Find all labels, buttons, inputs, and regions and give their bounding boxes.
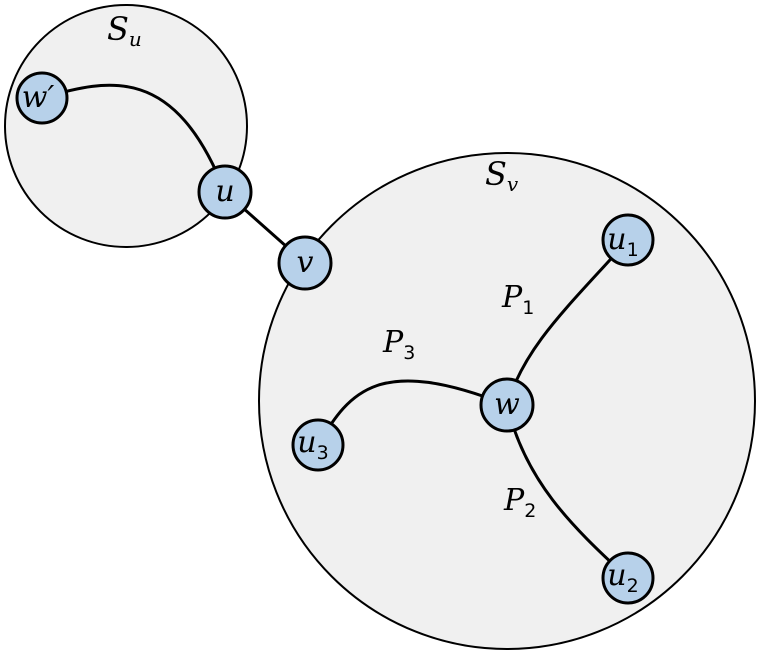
node-w-prime-label: w <box>22 80 48 115</box>
svg-text:u1: u1 <box>607 222 638 261</box>
node-v: v <box>277 235 333 291</box>
region-s-u-sub: u <box>129 27 142 51</box>
node-w-prime: w′ <box>15 71 69 125</box>
node-v-label: v <box>297 245 314 280</box>
node-u2: u2 <box>601 551 655 605</box>
svg-text:P2: P2 <box>503 483 536 522</box>
node-u2-label: u <box>607 558 626 593</box>
path-p1-label: P <box>501 280 523 315</box>
svg-text:w′: w′ <box>22 80 55 115</box>
path-p3-sub: 3 <box>403 342 415 364</box>
node-u2-sub: 2 <box>627 575 639 597</box>
node-u1-sub: 1 <box>627 239 639 261</box>
node-u: u <box>197 164 253 220</box>
svg-text:u2: u2 <box>607 558 638 597</box>
node-u1: u1 <box>601 213 655 267</box>
node-w-label: w <box>494 387 520 422</box>
path-p3-label: P <box>382 325 404 360</box>
region-s-u <box>4 4 248 248</box>
svg-text:Sv: Sv <box>485 155 519 196</box>
node-w-prime-mark: ′ <box>47 80 54 115</box>
node-u3: u3 <box>291 418 345 472</box>
svg-text:P3: P3 <box>382 325 415 364</box>
region-s-v-sub: v <box>507 172 519 196</box>
svg-text:u3: u3 <box>297 425 328 464</box>
node-u3-sub: 3 <box>317 442 329 464</box>
path-p2-sub: 2 <box>524 500 536 522</box>
path-p1-sub: 1 <box>522 297 534 319</box>
node-u1-label: u <box>607 222 626 257</box>
region-s-v-label: S <box>485 155 507 193</box>
node-w: w <box>479 377 535 433</box>
svg-text:P1: P1 <box>501 280 534 319</box>
node-u3-label: u <box>297 425 316 460</box>
node-u-label: u <box>215 174 234 209</box>
svg-text:Su: Su <box>107 10 142 51</box>
path-p2-label: P <box>503 483 525 518</box>
edge-w-prime-u <box>40 83 227 194</box>
region-s-u-label: S <box>107 10 129 48</box>
